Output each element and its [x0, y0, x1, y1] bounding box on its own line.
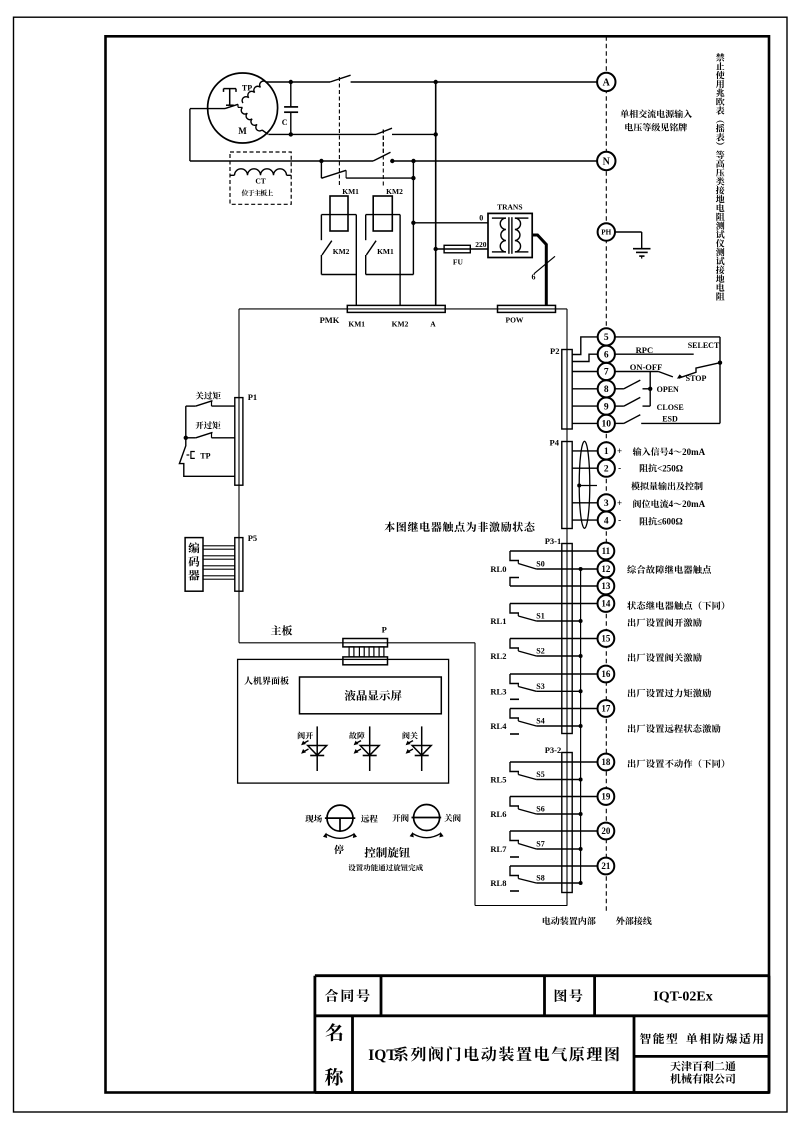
svg-text:TRANS: TRANS	[497, 203, 522, 212]
svg-text:S8: S8	[536, 874, 544, 883]
svg-text:STOP: STOP	[686, 374, 707, 383]
svg-text:S6: S6	[536, 805, 544, 814]
svg-text:S2: S2	[536, 647, 544, 656]
svg-text:4: 4	[669, 447, 674, 457]
svg-text:4: 4	[669, 499, 674, 509]
svg-text:PMK: PMK	[320, 315, 340, 325]
svg-text:CLOSE: CLOSE	[657, 403, 684, 412]
svg-text:RL1: RL1	[490, 616, 506, 626]
svg-text:12: 12	[601, 564, 611, 574]
svg-text:15: 15	[601, 634, 611, 644]
svg-text:1: 1	[604, 447, 609, 457]
svg-text:TP: TP	[200, 451, 210, 460]
svg-text:9: 9	[604, 402, 609, 412]
svg-text:RL5: RL5	[490, 775, 506, 785]
svg-text:-: -	[618, 463, 621, 473]
svg-text:+: +	[617, 498, 622, 508]
svg-text:IQT-02Ex: IQT-02Ex	[653, 990, 712, 1005]
svg-text:20: 20	[601, 826, 611, 836]
svg-text:RL7: RL7	[490, 844, 507, 854]
svg-text:A: A	[603, 77, 611, 88]
svg-text:6: 6	[604, 350, 609, 360]
svg-text:20mA: 20mA	[682, 499, 705, 509]
svg-text:KM2: KM2	[333, 247, 350, 256]
svg-text:CT: CT	[255, 177, 265, 186]
svg-text:11: 11	[602, 546, 611, 556]
svg-text:P5: P5	[248, 533, 257, 543]
svg-text:18: 18	[601, 757, 611, 767]
svg-text:P3-1: P3-1	[545, 536, 562, 546]
svg-text:RL4: RL4	[490, 721, 507, 731]
svg-text:<250Ω: <250Ω	[657, 463, 683, 473]
svg-text:S3: S3	[536, 682, 544, 691]
svg-text:20mA: 20mA	[682, 447, 705, 457]
svg-text:IQT: IQT	[368, 1047, 397, 1064]
svg-text:RL0: RL0	[490, 564, 506, 574]
svg-text:≤600Ω: ≤600Ω	[657, 517, 683, 527]
svg-text:KM1: KM1	[342, 187, 359, 196]
svg-text:10: 10	[602, 420, 612, 430]
svg-text:POW: POW	[506, 316, 524, 325]
svg-text:17: 17	[601, 704, 611, 714]
svg-text:RL2: RL2	[490, 651, 506, 661]
svg-text:RL8: RL8	[490, 878, 506, 888]
svg-text:0: 0	[479, 214, 483, 223]
svg-text:N: N	[603, 156, 611, 167]
svg-text:+: +	[617, 446, 622, 456]
svg-text:P1: P1	[248, 392, 257, 402]
svg-text:PH: PH	[601, 228, 611, 236]
svg-text:13: 13	[601, 581, 611, 591]
svg-text:TP: TP	[242, 83, 252, 92]
svg-text:14: 14	[601, 599, 611, 609]
svg-text:16: 16	[601, 669, 611, 679]
svg-text:KM2: KM2	[392, 320, 409, 329]
svg-text:KM1: KM1	[348, 320, 365, 329]
svg-text:220: 220	[475, 240, 487, 249]
svg-text:3: 3	[604, 499, 609, 509]
svg-text:6: 6	[532, 273, 536, 282]
svg-text:A: A	[430, 320, 436, 329]
svg-text:FU: FU	[453, 258, 464, 267]
svg-text:S7: S7	[536, 840, 544, 849]
svg-text:OPEN: OPEN	[657, 385, 679, 394]
svg-text:2: 2	[604, 464, 609, 474]
svg-text:SELECT: SELECT	[688, 341, 720, 350]
svg-text:-: -	[618, 515, 621, 525]
svg-text:21: 21	[601, 861, 611, 871]
svg-text:P2: P2	[550, 346, 559, 356]
svg-text:S1: S1	[536, 612, 544, 621]
svg-text:RPC: RPC	[636, 345, 653, 355]
svg-text:5: 5	[604, 333, 609, 343]
svg-text:ESD: ESD	[662, 415, 678, 424]
svg-text:RL3: RL3	[490, 686, 506, 696]
svg-text:P4: P4	[550, 438, 560, 448]
svg-text:7: 7	[604, 368, 609, 378]
svg-text:ON-OFF: ON-OFF	[630, 362, 663, 372]
svg-text:C: C	[282, 118, 288, 127]
svg-text:KM2: KM2	[386, 187, 403, 196]
svg-text:4: 4	[604, 516, 609, 526]
svg-text:S4: S4	[536, 717, 544, 726]
svg-text:RL6: RL6	[490, 809, 506, 819]
svg-text:S5: S5	[536, 770, 544, 779]
svg-text:19: 19	[601, 792, 611, 802]
svg-text:S0: S0	[536, 560, 544, 569]
svg-text:KM1: KM1	[377, 247, 394, 256]
svg-text:P3-2: P3-2	[545, 745, 562, 755]
svg-text:M: M	[238, 126, 247, 136]
svg-text:P: P	[382, 625, 387, 635]
svg-text:8: 8	[604, 385, 609, 395]
